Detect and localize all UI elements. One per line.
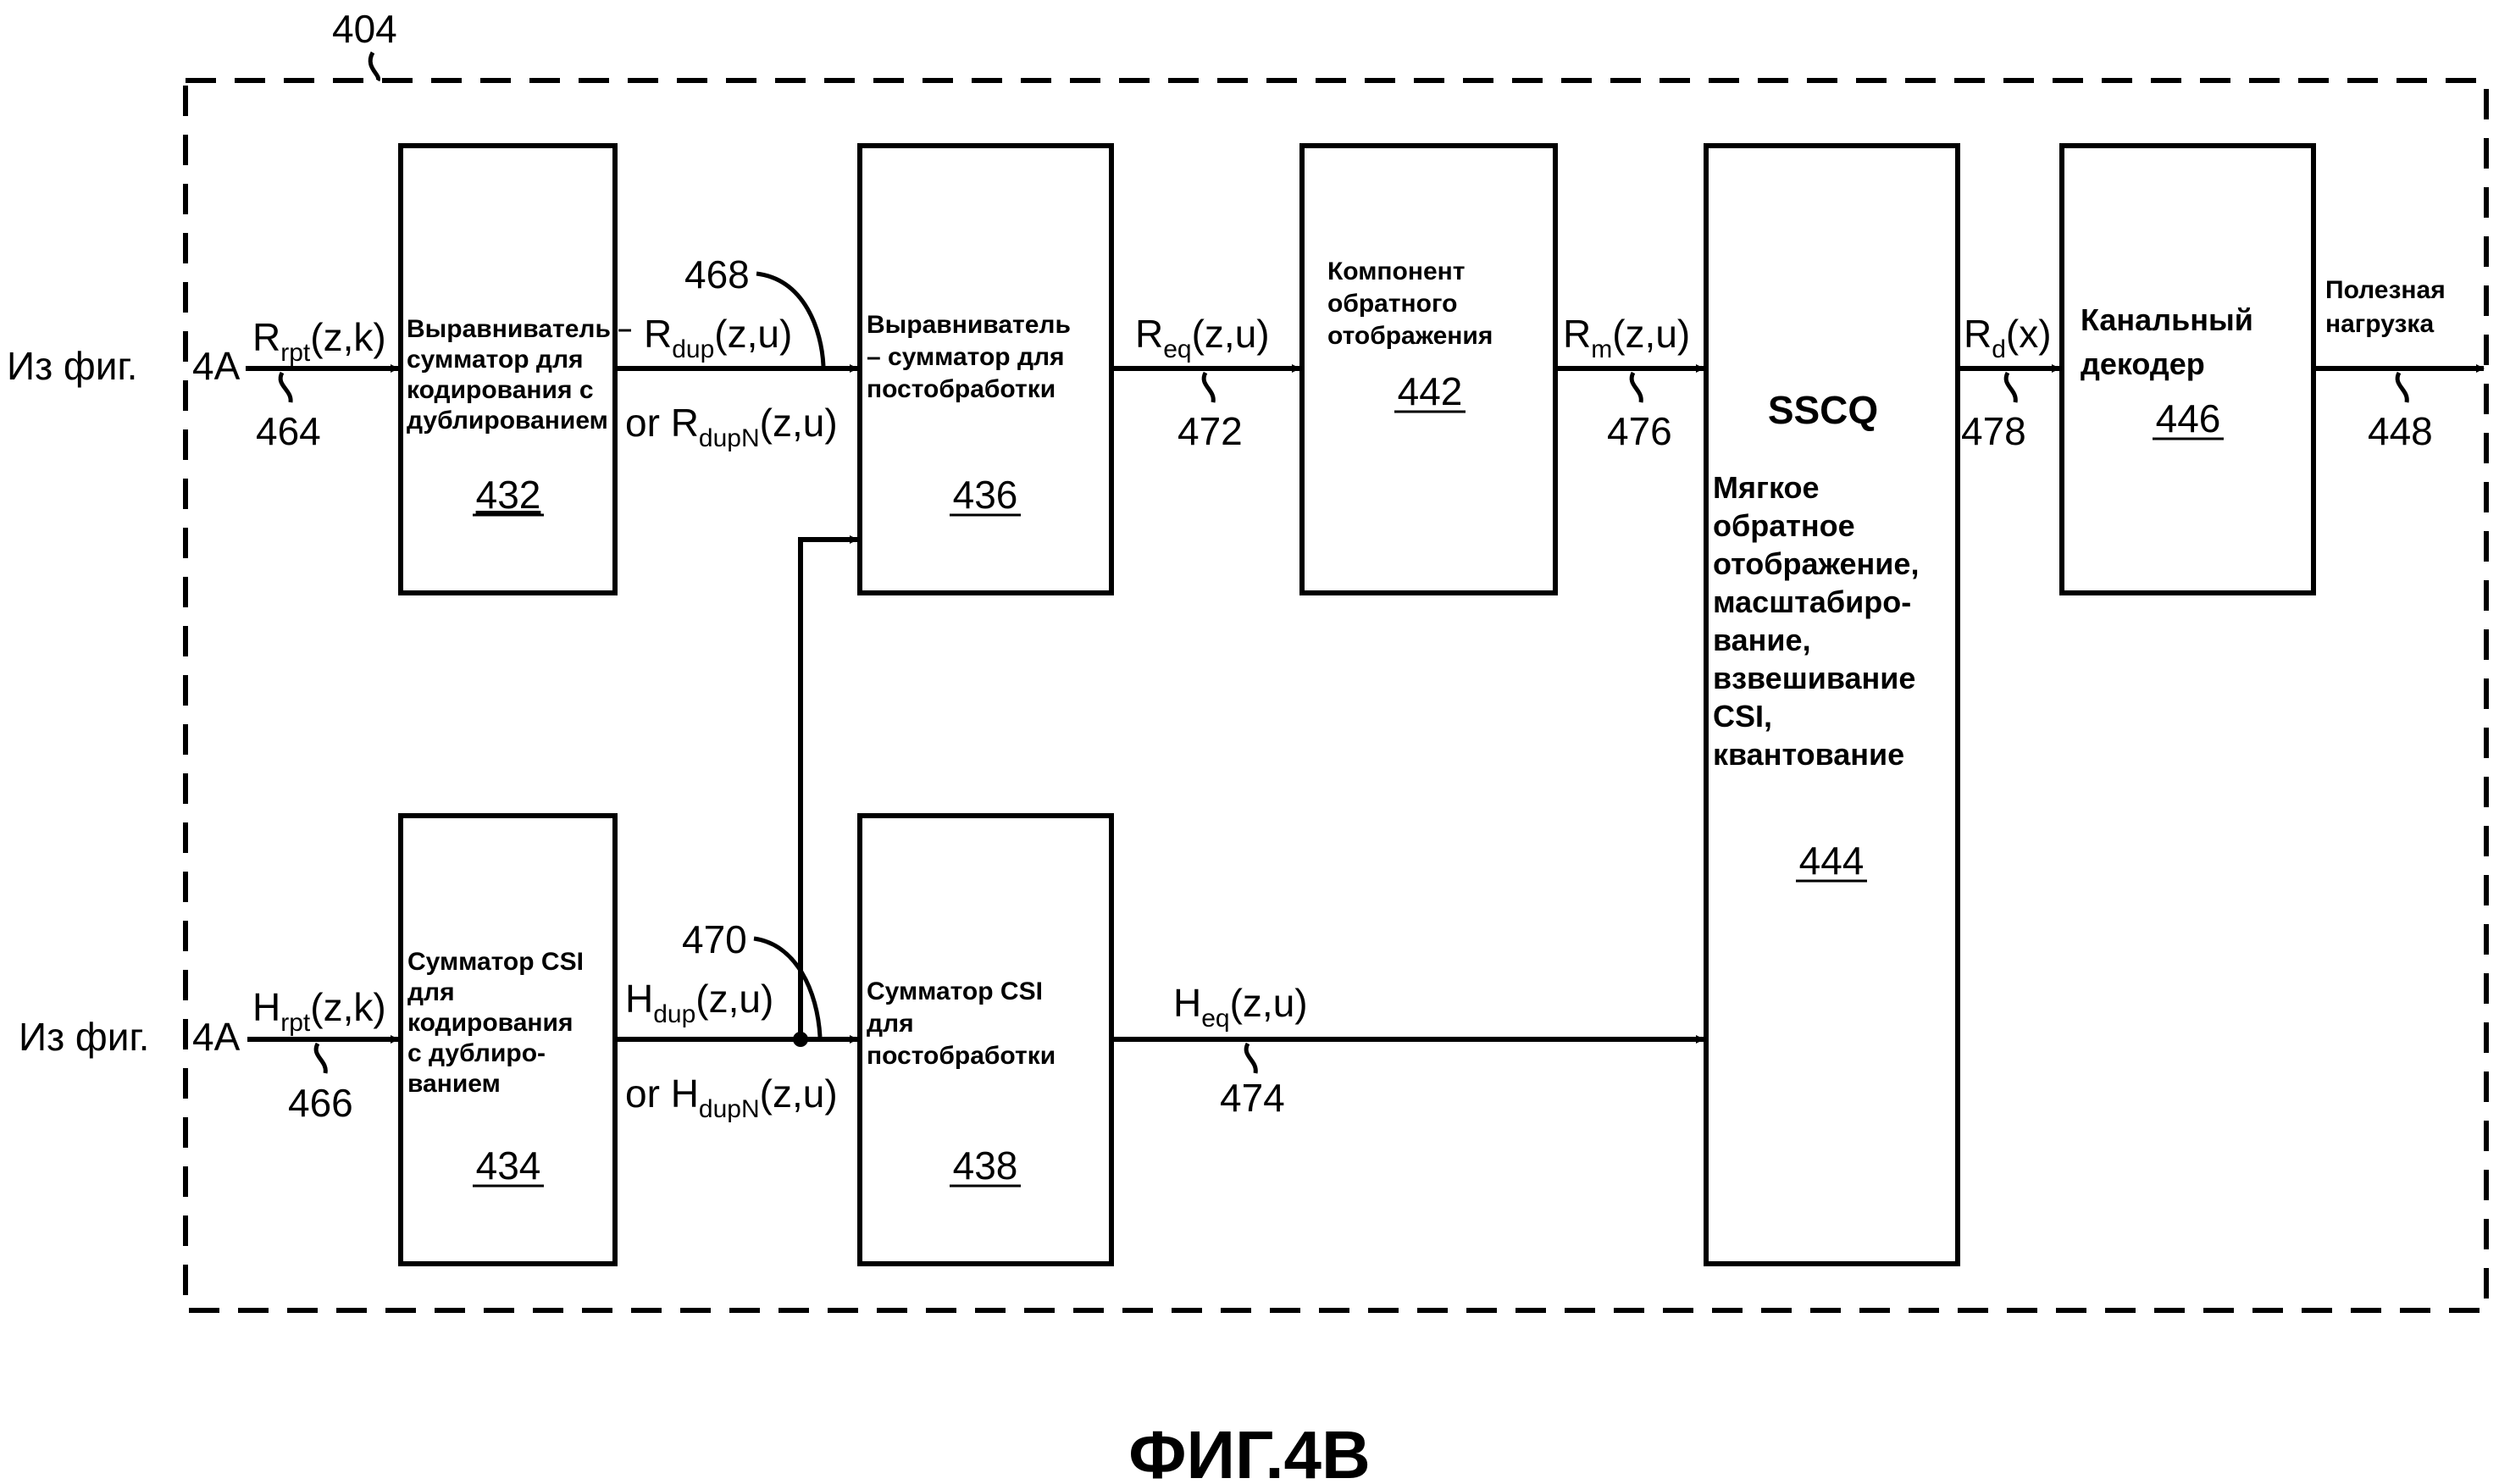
- signal-hdup: Hdup(z,u): [625, 977, 773, 1028]
- signal-rrpt: Rrpt(z,k): [252, 315, 386, 367]
- ref-444: 444: [1799, 839, 1865, 883]
- input-bottom-source: 4A: [192, 1015, 241, 1059]
- ref-442: 442: [1398, 369, 1463, 413]
- leader-472: [1201, 371, 1216, 403]
- signal-heq: Heq(z,u): [1173, 981, 1308, 1033]
- ref-432: 432: [476, 473, 541, 517]
- figure-caption: ФИГ.4B: [1128, 1417, 1371, 1484]
- leader-476: [1629, 371, 1643, 403]
- ref-474: 474: [1220, 1076, 1285, 1120]
- signal-hdupN: or HdupN(z,u): [625, 1071, 838, 1123]
- container-404-dashed-border: [183, 78, 2489, 1313]
- leader-404: [368, 51, 380, 82]
- ref-446: 446: [2156, 396, 2221, 440]
- ref-464: 464: [256, 409, 321, 453]
- ref-470: 470: [682, 917, 747, 961]
- signal-rd: Rd(x): [1964, 312, 2052, 363]
- leader-448: [2395, 371, 2409, 403]
- ref-468: 468: [684, 252, 750, 296]
- ref-478: 478: [1961, 409, 2026, 453]
- input-top-source: 4A: [192, 344, 241, 388]
- leader-474: [1244, 1042, 1258, 1074]
- signal-req: Req(z,u): [1135, 312, 1270, 363]
- leader-478: [2003, 371, 2018, 403]
- leader-468: [756, 271, 826, 367]
- ref-438: 438: [953, 1143, 1018, 1188]
- ref-404: 404: [332, 7, 397, 51]
- ref-448: 448: [2368, 409, 2433, 453]
- ref-466: 466: [288, 1081, 353, 1125]
- input-top-prefix: Из фиг.: [7, 344, 137, 388]
- ref-434: 434: [476, 1143, 541, 1188]
- leader-470: [753, 936, 823, 1038]
- signal-rdupN: or RdupN(z,u): [625, 401, 838, 452]
- wire-hdup-branch: [798, 535, 858, 1039]
- leader-466: [313, 1042, 328, 1074]
- ref-436: 436: [953, 473, 1018, 517]
- signal-hrpt: Hrpt(z,k): [252, 985, 386, 1037]
- signal-rm: Rm(z,u): [1563, 312, 1690, 363]
- junction-dot: [793, 1032, 808, 1047]
- ref-472: 472: [1177, 409, 1243, 453]
- signal-rdup: Rdup(z,u): [644, 312, 792, 363]
- leader-464: [278, 371, 293, 403]
- ref-476: 476: [1607, 409, 1672, 453]
- svg-text:SSCQ: SSCQ: [1768, 388, 1878, 432]
- input-bottom-prefix: Из фиг.: [19, 1015, 149, 1059]
